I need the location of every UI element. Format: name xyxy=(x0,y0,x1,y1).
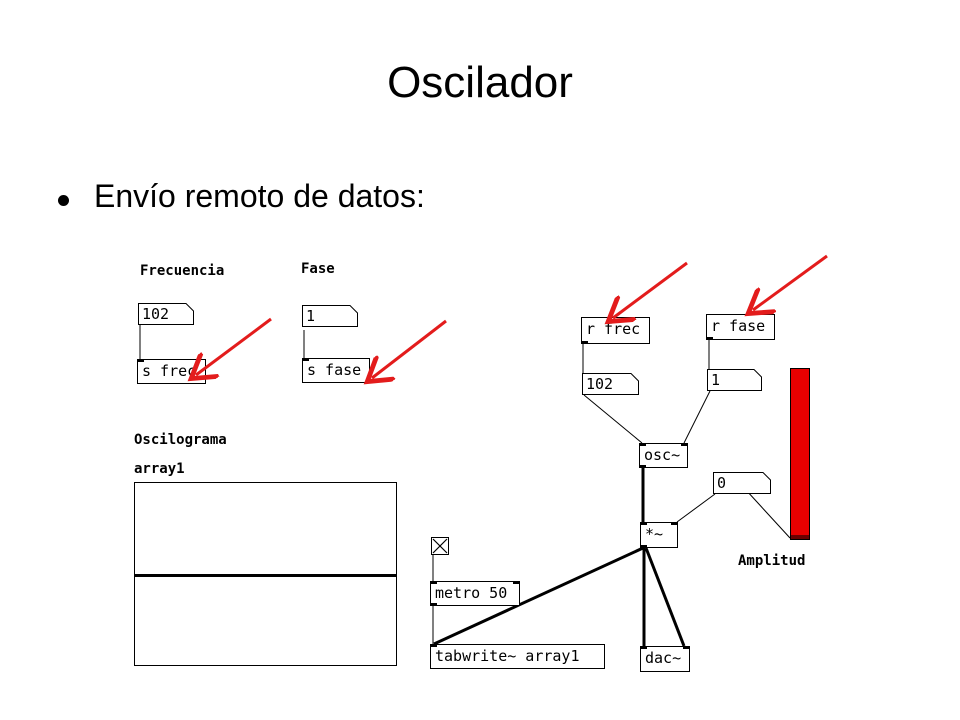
arrow-to-r-frec xyxy=(613,261,688,318)
inlet xyxy=(137,359,144,362)
object-metro[interactable]: metro 50 xyxy=(430,581,520,606)
outlet xyxy=(639,465,646,468)
inlet xyxy=(639,443,646,446)
inlet xyxy=(671,522,678,525)
object-text: metro 50 xyxy=(435,584,508,602)
outlet xyxy=(706,337,713,340)
arrow-to-s-fase xyxy=(372,319,447,378)
cord-mult-to-tabwrite xyxy=(433,546,644,646)
cord-phase-to-osc xyxy=(683,390,711,444)
toggle-x-icon xyxy=(432,538,448,554)
cord-amp-to-mult xyxy=(676,493,716,523)
label-amplitud: Amplitud xyxy=(738,553,806,569)
number-value: 102 xyxy=(142,305,170,323)
array-graph[interactable] xyxy=(134,482,397,666)
array-waveform-line xyxy=(135,574,396,577)
object-dac[interactable]: dac~ xyxy=(640,646,690,672)
label-frecuencia: Frecuencia xyxy=(140,263,225,279)
number-box-frequency-send[interactable]: 102 xyxy=(138,303,194,325)
number-box-shape xyxy=(707,369,762,391)
object-text: dac~ xyxy=(645,649,682,667)
inlet xyxy=(513,581,520,584)
object-text: s frec xyxy=(142,362,197,380)
object-tabwrite[interactable]: tabwrite~ array1 xyxy=(430,644,605,669)
object-text: s fase xyxy=(307,361,362,379)
arrow-to-r-fase xyxy=(753,254,828,310)
object-r-fase[interactable]: r fase xyxy=(706,314,775,340)
object-text: r frec xyxy=(586,320,641,338)
inlet xyxy=(302,358,309,361)
object-multiply[interactable]: *~ xyxy=(640,522,678,548)
inlet xyxy=(681,443,688,446)
inlet xyxy=(430,581,437,584)
number-box-shape xyxy=(713,472,771,494)
number-value: 1 xyxy=(306,307,316,325)
amplitude-vu-bar[interactable] xyxy=(790,368,810,540)
object-text: osc~ xyxy=(644,446,681,464)
cord-mult-to-dac-right xyxy=(644,547,686,647)
number-box-frequency-recv[interactable]: 102 xyxy=(582,373,639,395)
toggle-checkbox[interactable] xyxy=(431,537,449,555)
number-box-phase-recv[interactable]: 1 xyxy=(707,369,762,391)
arrow-to-s-frec xyxy=(196,317,272,375)
number-box-phase-send[interactable]: 1 xyxy=(302,305,358,327)
number-value: 102 xyxy=(586,375,614,393)
cord-freq-to-osc xyxy=(583,394,643,444)
inlet xyxy=(640,646,647,649)
number-box-shape xyxy=(138,303,194,325)
outlet xyxy=(581,341,588,344)
outlet xyxy=(430,603,437,606)
number-value: 1 xyxy=(711,371,721,389)
object-osc[interactable]: osc~ xyxy=(639,443,688,468)
inlet xyxy=(640,522,647,525)
bullet-text: Envío remoto de datos: xyxy=(94,178,425,214)
number-box-shape xyxy=(302,305,358,327)
object-text: *~ xyxy=(645,525,664,543)
bullet-dot xyxy=(58,195,69,206)
object-text: tabwrite~ array1 xyxy=(435,647,580,665)
number-box-amplitude[interactable]: 0 xyxy=(713,472,771,494)
inlet xyxy=(430,644,437,647)
number-box-shape xyxy=(582,373,639,395)
outlet xyxy=(640,545,647,548)
inlet xyxy=(683,646,690,649)
object-text: r fase xyxy=(711,317,766,335)
slide-title: Oscilador xyxy=(387,58,573,107)
number-value: 0 xyxy=(717,474,727,492)
label-oscilograma: Oscilograma xyxy=(134,432,227,448)
label-array-name: array1 xyxy=(134,461,185,477)
label-fase: Fase xyxy=(301,261,335,277)
